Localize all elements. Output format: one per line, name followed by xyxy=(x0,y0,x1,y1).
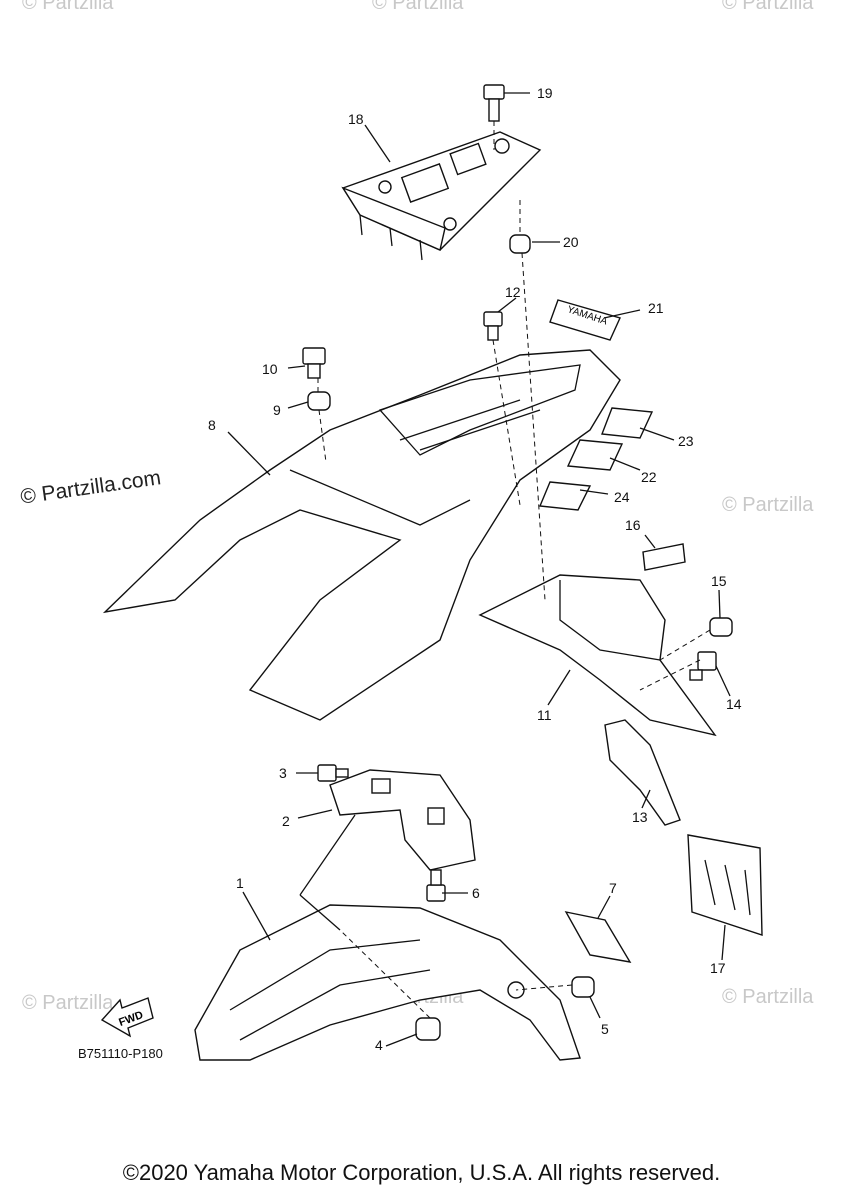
part-12-bolt xyxy=(483,311,503,341)
part-15-nut xyxy=(709,617,733,637)
fwd-arrow: FWD xyxy=(100,997,154,1038)
callout-5: 5 xyxy=(601,1021,609,1037)
callout-15: 15 xyxy=(711,573,727,589)
decal-set xyxy=(538,407,654,511)
diagram-part-code: B751110-P180 xyxy=(78,1046,163,1061)
callout-11: 11 xyxy=(537,707,552,723)
part-14-bolt xyxy=(689,651,717,681)
callout-numbers: 1 2 3 4 5 6 7 8 9 10 11 12 13 14 15 16 1… xyxy=(208,85,742,1053)
part-4-nut xyxy=(415,1017,441,1041)
watermark-faint: © Partzilla xyxy=(372,0,464,14)
callout-3: 3 xyxy=(279,765,287,781)
part-11-rear-flap xyxy=(478,574,717,737)
watermark-faint: © Partzilla xyxy=(722,0,814,14)
part-1-front-fender xyxy=(194,904,581,1061)
callout-10: 10 xyxy=(262,361,278,377)
part-5-grommet xyxy=(571,976,595,998)
part-8-rear-cowling xyxy=(102,299,621,721)
callout-20: 20 xyxy=(563,234,579,250)
watermark-faint: © Partzilla xyxy=(722,494,814,516)
callout-19: 19 xyxy=(537,85,553,101)
part-18-carrier xyxy=(341,131,542,261)
callout-2: 2 xyxy=(282,813,290,829)
callout-24: 24 xyxy=(614,489,630,505)
part-19-bolt xyxy=(483,84,505,122)
callout-1: 1 xyxy=(236,875,244,891)
callout-23: 23 xyxy=(678,433,694,449)
callout-22: 22 xyxy=(641,469,657,485)
callout-9: 9 xyxy=(273,402,281,418)
part-10-bolt xyxy=(302,347,326,379)
part-20-grommet xyxy=(509,234,531,254)
watermark-faint: © Partzilla xyxy=(22,992,114,1014)
callout-21: 21 xyxy=(648,300,664,316)
part-13-bracket xyxy=(604,719,681,826)
part-16-reflector xyxy=(642,543,686,571)
part-9-grommet xyxy=(307,391,331,411)
part-3-bolt xyxy=(317,764,349,782)
callout-4: 4 xyxy=(375,1037,383,1053)
copyright-footer: ©2020 Yamaha Motor Corporation, U.S.A. A… xyxy=(122,1160,721,1185)
leader-lines xyxy=(227,92,731,1047)
part-7-decal xyxy=(564,911,632,963)
callout-7: 7 xyxy=(609,880,617,896)
callout-16: 16 xyxy=(625,517,641,533)
part-17-mud-flap xyxy=(687,834,763,936)
callout-13: 13 xyxy=(632,809,648,825)
callout-18: 18 xyxy=(348,111,364,127)
callout-17: 17 xyxy=(710,960,726,976)
assembly-lines xyxy=(299,121,711,1019)
watermark-faint: © Partzilla xyxy=(722,986,814,1008)
watermark-faint: © Partzilla xyxy=(22,0,114,14)
callout-8: 8 xyxy=(208,417,216,433)
callout-6: 6 xyxy=(472,885,480,901)
part-2-bracket xyxy=(329,769,476,871)
callout-14: 14 xyxy=(726,696,742,712)
callout-12: 12 xyxy=(505,284,521,300)
part-6-bolt xyxy=(426,869,446,902)
